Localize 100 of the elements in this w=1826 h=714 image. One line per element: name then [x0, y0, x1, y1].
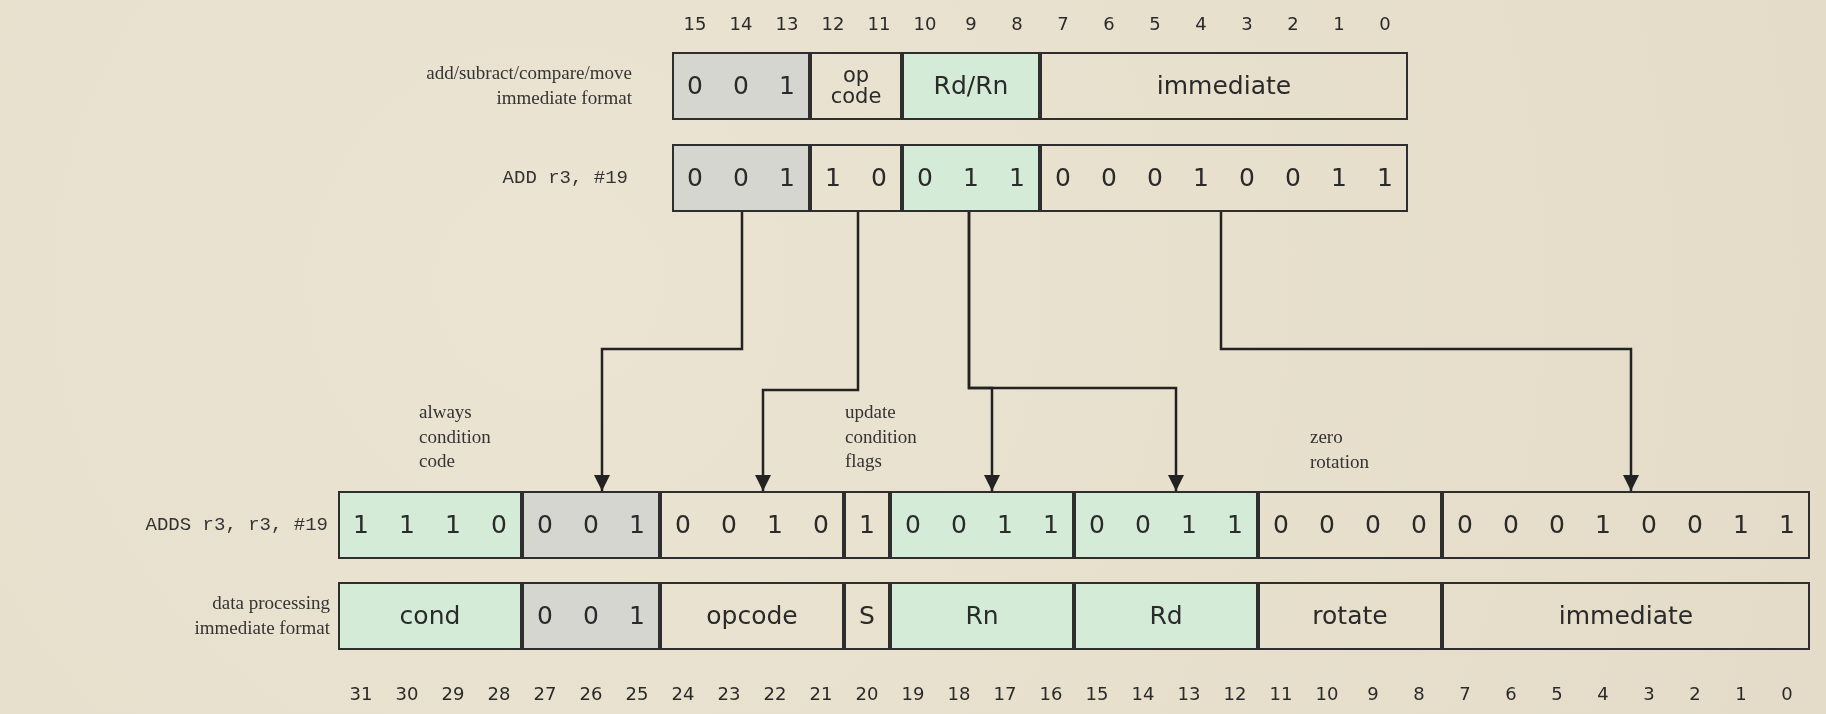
bit-field	[660, 582, 844, 650]
bit-number: 28	[487, 682, 511, 704]
bit-field	[522, 582, 660, 650]
annotation: zero rotation	[1310, 425, 1371, 474]
bit-number: 11	[867, 12, 891, 34]
bit-field	[1258, 582, 1442, 650]
bit-number: 14	[1131, 682, 1155, 704]
field-value: 1 0	[825, 163, 887, 193]
field-value: 0 0 1	[537, 601, 645, 631]
bit-field	[338, 491, 522, 559]
bit-number: 22	[763, 682, 787, 704]
bit-number: 23	[717, 682, 741, 704]
bit-field	[902, 144, 1040, 212]
field-value: Rd/Rn	[933, 71, 1009, 101]
bit-number: 6	[1505, 682, 1517, 704]
bit-field	[522, 491, 660, 559]
bit-number: 11	[1269, 682, 1293, 704]
format-label: data processing immediate format	[193, 591, 330, 640]
bit-number: 8	[1413, 682, 1425, 704]
bit-field	[1074, 582, 1258, 650]
bit-number: 21	[809, 682, 833, 704]
bit-number: 15	[1085, 682, 1109, 704]
bit-field	[672, 52, 810, 120]
bit-number: 15	[683, 12, 707, 34]
field-value: S	[859, 601, 875, 631]
arrow	[1219, 212, 1639, 491]
bit-field	[1074, 491, 1258, 559]
field-value: 0 0 0 1 0 0 1 1	[1055, 163, 1393, 193]
bit-number: 4	[1195, 12, 1207, 34]
bit-field	[660, 491, 844, 559]
annotation: update condition flags	[845, 400, 918, 474]
field-value: 0 0 1 1	[1089, 510, 1243, 540]
bit-field	[338, 582, 522, 650]
annotation: always condition code	[419, 400, 492, 474]
field-value: 0 0 1 1	[905, 510, 1059, 540]
bit-number: 27	[533, 682, 557, 704]
bit-number: 2	[1287, 12, 1299, 34]
bit-field	[810, 52, 902, 120]
bit-number: 9	[1367, 682, 1379, 704]
bit-number: 1	[1735, 682, 1747, 704]
bit-number: 9	[965, 12, 977, 34]
bit-number: 6	[1103, 12, 1115, 34]
bit-field	[902, 52, 1040, 120]
bit-number: 1	[1333, 12, 1345, 34]
bit-number: 5	[1149, 12, 1161, 34]
bit-field	[890, 582, 1074, 650]
bit-number: 16	[1039, 682, 1063, 704]
field-value: immediate	[1558, 601, 1694, 631]
bit-number: 7	[1459, 682, 1471, 704]
bit-number: 29	[441, 682, 465, 704]
bit-number: 31	[349, 682, 373, 704]
bit-number: 7	[1057, 12, 1069, 34]
field-value: 0 0 1	[537, 510, 645, 540]
field-value: 1	[859, 510, 875, 540]
bit-number: 12	[1223, 682, 1247, 704]
arrow	[755, 212, 860, 491]
bit-field	[1040, 144, 1408, 212]
bit-number: 14	[729, 12, 753, 34]
bit-number: 30	[395, 682, 419, 704]
field-value: 1 1 1 0	[353, 510, 507, 540]
instruction-label: ADDS r3, r3, #19	[144, 512, 328, 538]
bit-number: 0	[1379, 12, 1391, 34]
instruction-label: ADD r3, #19	[501, 165, 628, 191]
bit-number: 13	[775, 12, 799, 34]
bit-field	[1040, 52, 1408, 120]
bit-number: 0	[1781, 682, 1793, 704]
bit-number: 10	[1315, 682, 1339, 704]
bit-field	[844, 491, 890, 559]
field-value: op code	[829, 65, 883, 107]
field-value: Rd	[1149, 601, 1183, 631]
bit-number: 12	[821, 12, 845, 34]
bit-field	[1258, 491, 1442, 559]
field-value: 0 1 1	[917, 163, 1025, 193]
bit-number: 19	[901, 682, 925, 704]
field-value: cond	[399, 601, 461, 631]
field-value: 0 0 1 0	[675, 510, 829, 540]
field-value: 0 0 1	[687, 71, 795, 101]
field-value: Rn	[965, 601, 999, 631]
bit-number: 8	[1011, 12, 1023, 34]
bit-field	[672, 144, 810, 212]
field-value: 0 0 1	[687, 163, 795, 193]
bit-field	[1442, 491, 1810, 559]
field-value: opcode	[706, 601, 798, 631]
bit-field	[890, 491, 1074, 559]
bit-number: 20	[855, 682, 879, 704]
bit-number: 17	[993, 682, 1017, 704]
arrow	[967, 212, 1184, 491]
bit-field	[810, 144, 902, 212]
bit-number: 4	[1597, 682, 1609, 704]
arrow	[594, 212, 744, 491]
bit-field	[844, 582, 890, 650]
bit-number: 26	[579, 682, 603, 704]
field-value: 0 0 0 1 0 0 1 1	[1457, 510, 1795, 540]
bit-number: 2	[1689, 682, 1701, 704]
bit-number: 3	[1643, 682, 1655, 704]
bit-number: 24	[671, 682, 695, 704]
field-value: rotate	[1312, 601, 1388, 631]
bit-number: 5	[1551, 682, 1563, 704]
bit-number: 25	[625, 682, 649, 704]
field-value: immediate	[1156, 71, 1292, 101]
